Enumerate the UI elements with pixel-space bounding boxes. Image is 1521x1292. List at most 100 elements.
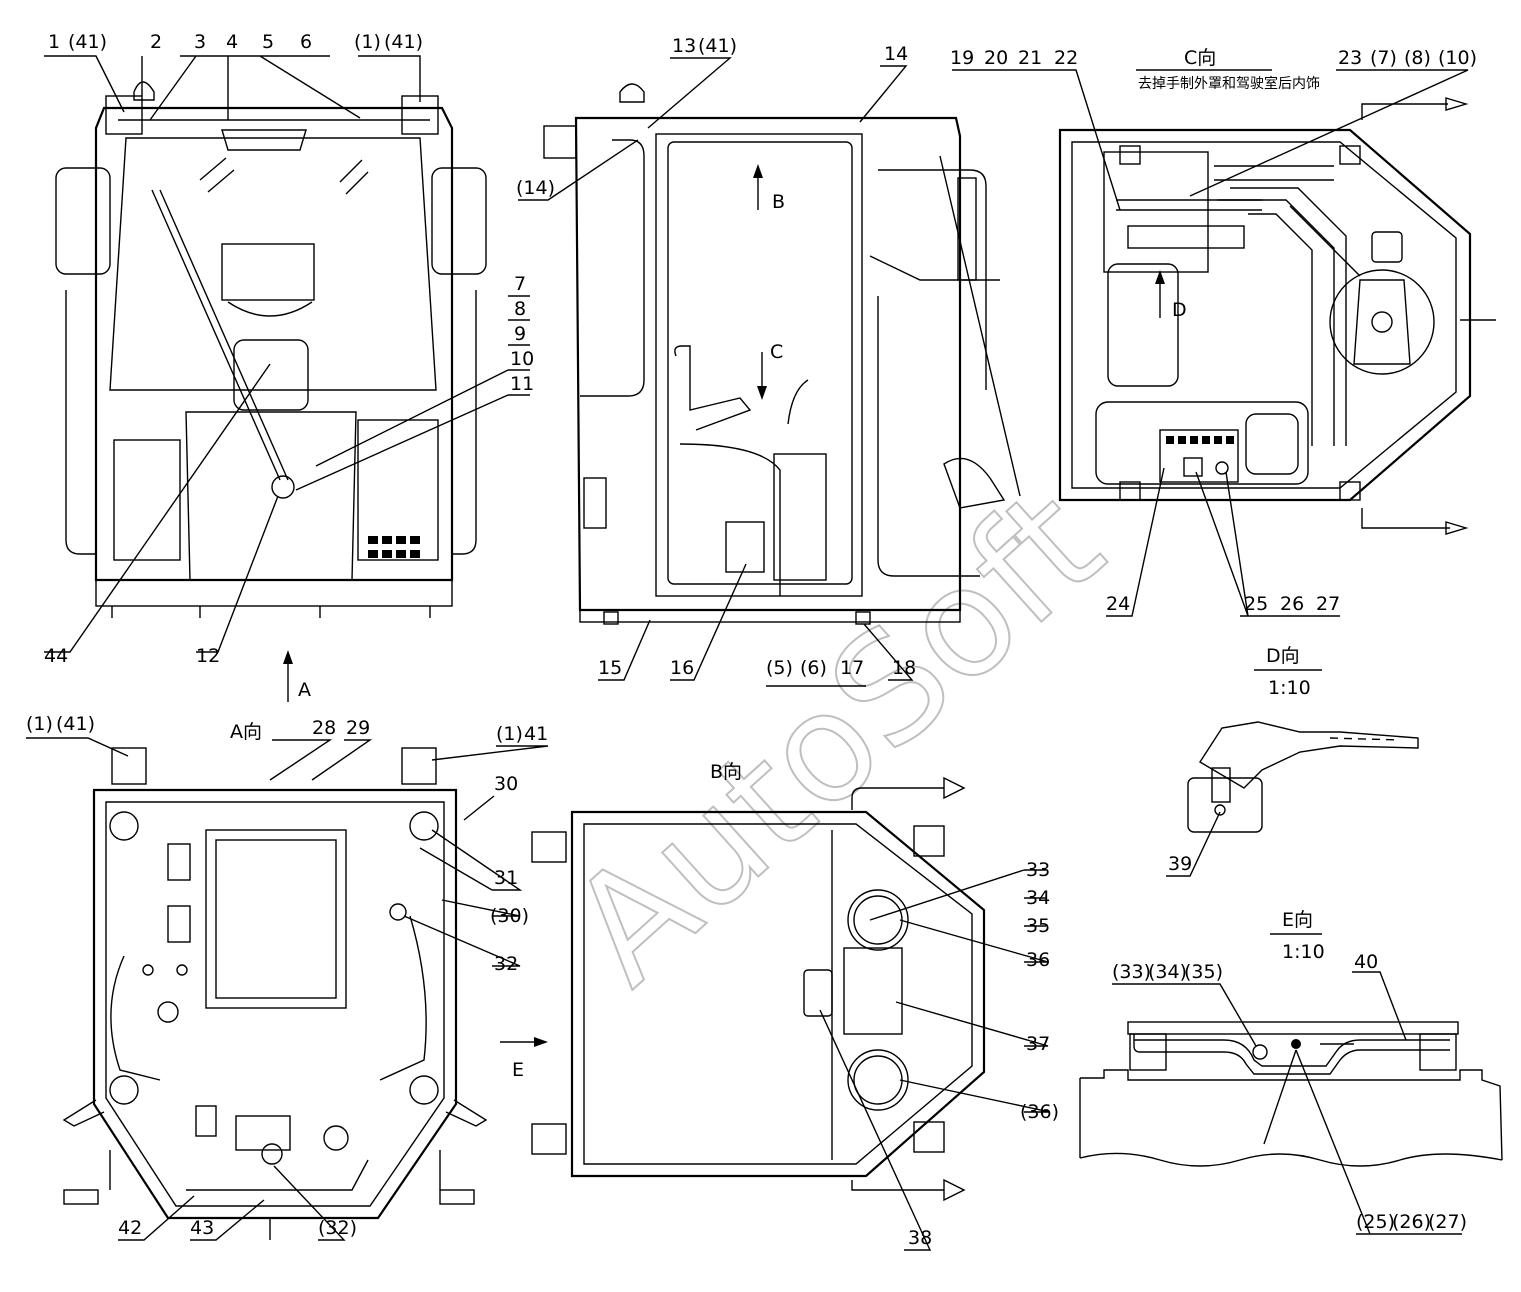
svg-text:40: 40 [1354,951,1378,973]
view-e: E向 1:10 [1079,909,1503,1167]
svg-text:39: 39 [1168,853,1192,875]
svg-text:1:10: 1:10 [1282,941,1325,963]
svg-text:去掉手制外罩和驾驶室后内饰: 去掉手制外罩和驾驶室后内饰 [1138,75,1320,92]
svg-text:(5): (5) [766,657,793,679]
svg-text:(1): (1) [496,723,523,745]
svg-text:(41): (41) [384,31,423,53]
svg-text:(25): (25) [1356,1211,1395,1233]
svg-text:7: 7 [514,273,526,295]
svg-text:14: 14 [884,43,908,65]
svg-text:35: 35 [1026,915,1050,937]
svg-text:23: 23 [1338,47,1362,69]
svg-text:(32): (32) [318,1217,357,1239]
svg-text:(14): (14) [516,177,555,199]
svg-text:2: 2 [150,31,162,53]
svg-text:30: 30 [494,773,518,795]
svg-text:11: 11 [510,373,534,395]
view-a-leaders [26,737,549,1241]
view-c: C向 去掉手制外罩和驾驶室后内饰 [1058,47,1496,535]
view-a-labels: (1) (41) 28 29 (1) 41 30 31 (30) 32 42 4… [26,713,548,1239]
svg-text:10: 10 [510,348,534,370]
lever-detail: 39 [1166,721,1419,877]
svg-text:13: 13 [672,35,696,57]
svg-text:(41): (41) [698,35,737,57]
switch-panel [1166,436,1234,477]
svg-text:D向: D向 [1266,645,1300,667]
svg-text:(1): (1) [354,31,381,53]
svg-text:44: 44 [44,645,68,667]
svg-text:(35): (35) [1184,961,1223,983]
svg-text:43: 43 [190,1217,214,1239]
svg-text:26: 26 [1280,593,1304,615]
svg-text:A: A [298,679,311,701]
svg-text:E: E [512,1059,524,1081]
side-labels: 13 (41) 14 (14) 15 16 (5) (6) 17 18 B C [516,35,916,679]
front-view [55,81,487,618]
svg-text:19: 19 [950,47,974,69]
svg-text:21: 21 [1018,47,1042,69]
svg-text:1: 1 [48,31,60,53]
svg-text:(34): (34) [1148,961,1187,983]
view-d-title: D向 1:10 [1254,645,1322,699]
svg-text:18: 18 [892,657,916,679]
side-leaders [518,57,914,687]
front-labels: 1 (41) 2 3 4 5 6 (1) (41) 7 8 9 10 11 44… [44,31,534,701]
svg-text:C向: C向 [1184,47,1216,69]
side-view [543,83,1021,625]
svg-text:8: 8 [514,298,526,320]
svg-text:(26): (26) [1392,1211,1431,1233]
svg-text:3: 3 [194,31,206,53]
svg-text:17: 17 [840,657,864,679]
svg-text:37: 37 [1026,1033,1050,1055]
svg-text:(41): (41) [68,31,107,53]
svg-text:(41): (41) [56,713,95,735]
view-e-leaders [1112,971,1462,1235]
svg-text:(7): (7) [1370,47,1397,69]
svg-text:31: 31 [494,867,518,889]
svg-text:25: 25 [1244,593,1268,615]
svg-text:(10): (10) [1438,47,1477,69]
svg-text:36: 36 [1026,949,1050,971]
svg-text:38: 38 [908,1227,932,1249]
svg-text:27: 27 [1316,593,1340,615]
svg-text:22: 22 [1054,47,1078,69]
svg-text:C: C [770,341,783,363]
view-e-labels: (33) (34) (35) 40 (25) (26) (27) [1112,951,1467,1233]
svg-text:41: 41 [524,723,548,745]
view-b-labels: 33 34 35 36 37 (36) 38 [908,859,1059,1249]
svg-text:(27): (27) [1428,1211,1467,1233]
keypad-grid [368,536,420,558]
svg-text:(36): (36) [1020,1101,1059,1123]
svg-text:(6): (6) [800,657,827,679]
svg-text:33: 33 [1026,859,1050,881]
svg-text:42: 42 [118,1217,142,1239]
svg-text:24: 24 [1106,593,1130,615]
svg-text:(33): (33) [1112,961,1151,983]
svg-text:6: 6 [300,31,312,53]
view-b-leaders [819,869,1051,1251]
svg-text:12: 12 [196,645,220,667]
svg-text:29: 29 [346,717,370,739]
svg-text:9: 9 [514,323,526,345]
svg-text:B向: B向 [710,761,742,783]
svg-text:A向: A向 [230,721,262,743]
svg-text:5: 5 [262,31,274,53]
svg-text:D: D [1172,299,1187,321]
svg-text:28: 28 [312,717,336,739]
front-leaders [44,55,530,702]
svg-text:(30): (30) [490,905,529,927]
svg-text:E向: E向 [1282,909,1313,931]
svg-text:1:10: 1:10 [1268,677,1311,699]
svg-text:4: 4 [226,31,238,53]
svg-text:(8): (8) [1404,47,1431,69]
svg-text:(1): (1) [26,713,53,735]
view-c-labels: 19 20 21 22 23 (7) (8) (10) 24 25 26 27 … [950,47,1477,615]
svg-text:20: 20 [984,47,1008,69]
view-a: A向 [62,721,488,1240]
svg-text:B: B [772,191,785,213]
view-b: B向 [531,761,986,1202]
svg-text:34: 34 [1026,887,1050,909]
svg-text:32: 32 [494,953,518,975]
svg-text:16: 16 [670,657,694,679]
